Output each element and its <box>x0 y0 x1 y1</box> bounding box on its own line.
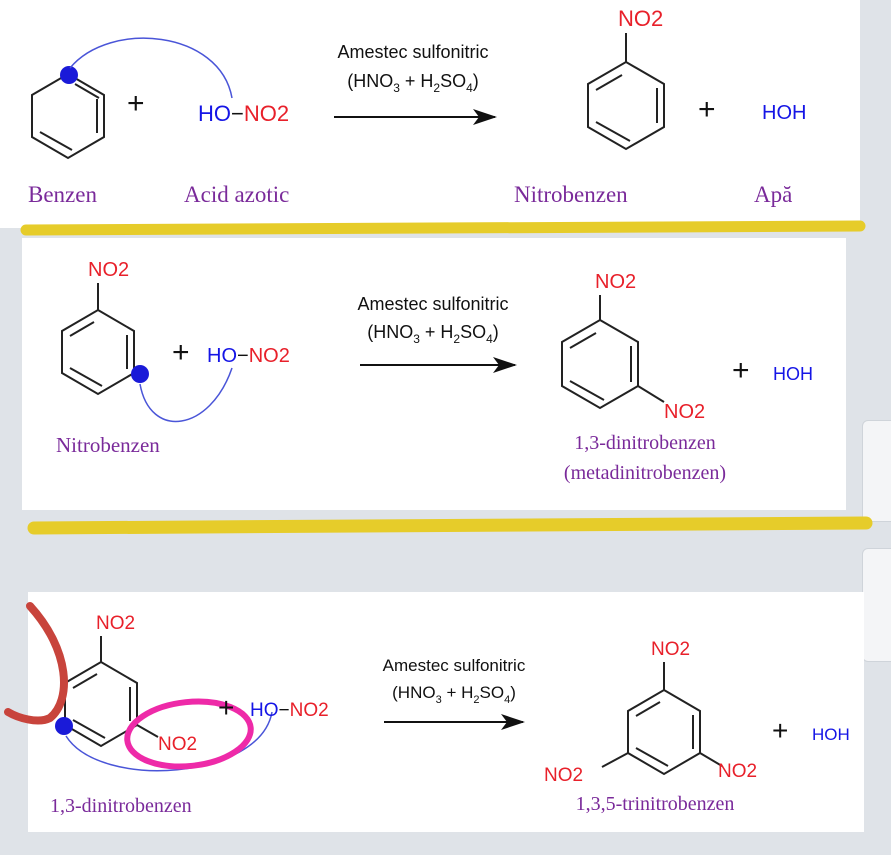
plus-sign: + <box>172 336 190 369</box>
nitro-group-left-label: NO2 <box>544 765 583 786</box>
reactive-site-dot <box>55 717 73 735</box>
reaction-panel-2 <box>22 238 846 510</box>
nitrobenzene-ring <box>61 283 135 396</box>
nitro-group-meta-label: NO2 <box>664 401 705 423</box>
plus-sign: + <box>698 93 716 126</box>
red-marker-hook <box>4 602 68 725</box>
electron-arc <box>65 711 273 772</box>
reagent-formula: HO−NO2 <box>198 101 289 126</box>
nitro-group-top-label: NO2 <box>651 639 690 660</box>
nitro-group-top-label: NO2 <box>595 271 636 293</box>
catalyst-formula: (HNO3 + H2SO4) <box>347 71 479 95</box>
catalyst-label: Amestec sulfonitric <box>383 656 526 675</box>
label-acid-azotic: Acid azotic <box>184 182 289 207</box>
reagent-formula: HO−NO2 <box>250 700 329 721</box>
nitro-group-label: NO2 <box>88 259 129 281</box>
nitro-group-meta-label: NO2 <box>158 734 197 755</box>
label-dinitrobenzen: 1,3-dinitrobenzen <box>50 795 192 817</box>
catalyst-formula: (HNO3 + H2SO4) <box>392 683 516 706</box>
nitrobenzene-ring <box>587 33 665 151</box>
catalyst-formula: (HNO3 + H2SO4) <box>367 322 499 346</box>
divider-1 <box>20 220 866 236</box>
plus-sign: + <box>218 692 234 723</box>
side-card-top <box>862 420 891 522</box>
plus-sign: + <box>732 354 750 387</box>
reactive-site-dot <box>60 66 78 84</box>
electron-arc <box>139 367 233 423</box>
label-metadinitrobenzen: (metadinitrobenzen) <box>564 462 726 484</box>
label-trinitrobenzen: 1,3,5-trinitrobenzen <box>576 793 735 815</box>
nitro-group-label: NO2 <box>618 6 663 31</box>
nitro-group-right-label: NO2 <box>718 761 757 782</box>
divider-2 <box>27 516 873 535</box>
plus-sign: + <box>772 715 788 746</box>
catalyst-label: Amestec sulfonitric <box>357 294 508 314</box>
reaction-2: NO2 + HO−NO2 Amestec sulfonitric (HNO3 +… <box>56 259 813 484</box>
label-apa: Apă <box>754 182 792 207</box>
trinitrobenzene-ring <box>601 662 723 776</box>
byproduct-formula: HOH <box>773 364 813 384</box>
reactive-site-dot <box>131 365 149 383</box>
reaction-3: NO2 NO2 + HO−NO2 Amestec sulfonitric (HN… <box>4 602 850 817</box>
dinitrobenzene-ring <box>64 636 159 748</box>
byproduct-formula: HOH <box>812 725 850 744</box>
catalyst-label: Amestec sulfonitric <box>337 42 488 62</box>
nitro-group-top-label: NO2 <box>96 613 135 634</box>
plus-sign: + <box>127 87 145 120</box>
label-benzen: Benzen <box>28 182 97 207</box>
label-nitrobenzen: Nitrobenzen <box>56 433 160 457</box>
highlight-circle <box>124 698 254 770</box>
electron-arc <box>69 37 233 99</box>
byproduct-formula: HOH <box>762 102 806 124</box>
label-nitrobenzen: Nitrobenzen <box>514 182 628 207</box>
reaction-panel-3 <box>28 592 864 832</box>
label-dinitrobenzen: 1,3-dinitrobenzen <box>574 432 716 454</box>
dinitrobenzene-ring <box>561 295 665 410</box>
reaction-1: + HO−NO2 Amestec sulfonitric (HNO3 + H2S… <box>28 6 806 207</box>
reagent-formula: HO−NO2 <box>207 345 290 367</box>
benzene-ring <box>31 72 105 160</box>
